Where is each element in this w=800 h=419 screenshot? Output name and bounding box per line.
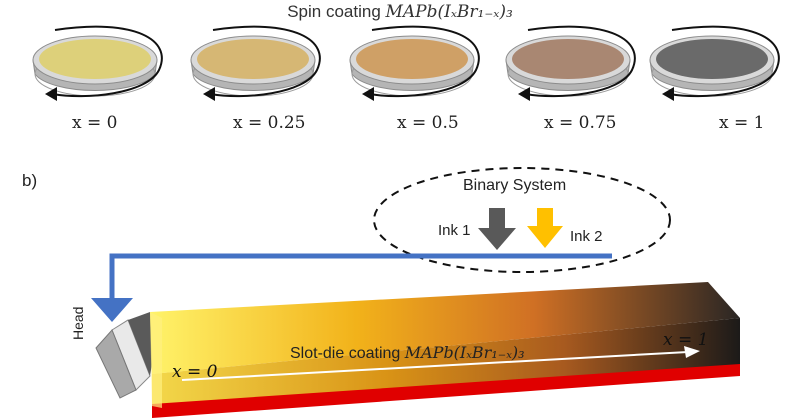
dish-label-4: x = 0.75 [544, 113, 617, 133]
dish-label-3: x = 0.5 [397, 113, 459, 133]
feed-pipe [91, 253, 612, 322]
ink2-arrow [527, 208, 563, 248]
panel-b-label: b) [22, 171, 38, 190]
spin-dish [32, 25, 163, 101]
slot-die-formula: MAPb(IₓBr₁₋ₓ)₃ [404, 343, 525, 362]
substrate [150, 282, 740, 418]
slot-die-head [95, 312, 156, 399]
ink1-label: Ink 1 [438, 222, 471, 239]
dish-label-2: x = 0.25 [233, 113, 306, 133]
panel-a-title: Spin coating MAPb(IₓBr₁₋ₓ)₃ [0, 2, 800, 22]
binary-system-label: Binary System [463, 177, 567, 194]
spin-dish [505, 25, 636, 101]
dish-label-1: x = 0 [72, 113, 118, 133]
x-start-label: x = 0 [172, 362, 218, 382]
slot-die-prefix: Slot-die coating [290, 345, 405, 362]
gradient-direction-arrow [181, 346, 700, 381]
panel-a-title-prefix: Spin coating [287, 2, 386, 21]
dish-label-5: x = 1 [719, 113, 765, 133]
spin-dish [349, 25, 480, 101]
binary-system-ellipse [373, 167, 671, 273]
panel-a-title-formula: MAPb(IₓBr₁₋ₓ)₃ [385, 2, 513, 22]
slot-die-label: Slot-die coating MAPb(IₓBr₁₋ₓ)₃ [290, 343, 525, 363]
spin-dish [190, 25, 321, 101]
spin-dish [649, 25, 780, 101]
ink2-label: Ink 2 [570, 228, 603, 245]
head-label: Head [70, 306, 86, 340]
x-end-label: x = 1 [663, 330, 709, 350]
ink1-arrow [478, 208, 516, 250]
dish-row [32, 25, 780, 101]
